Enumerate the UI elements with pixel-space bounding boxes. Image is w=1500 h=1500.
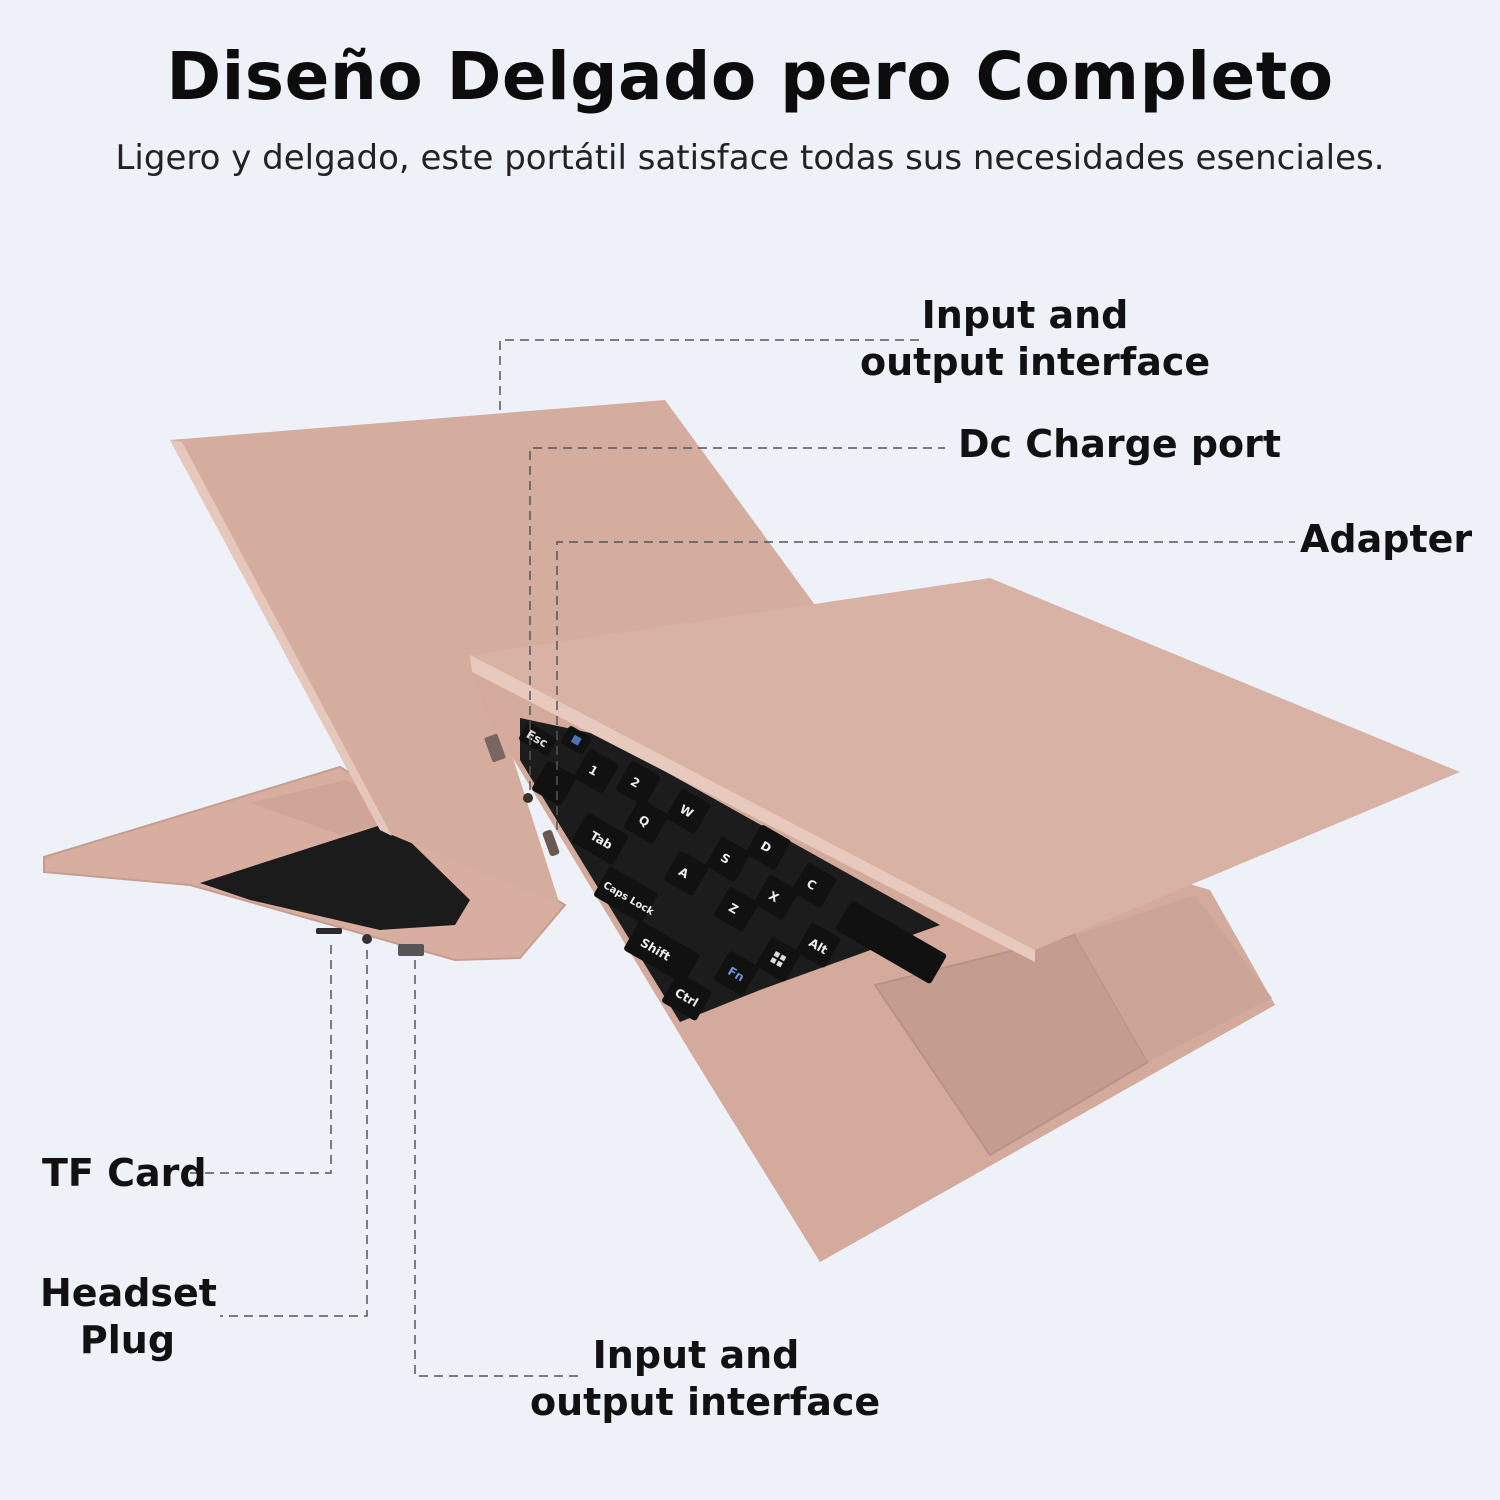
key-c: C (792, 863, 837, 908)
callout-io-top: Input and output interface (860, 292, 1211, 386)
callout-io-bottom-line1: Input and (592, 1333, 800, 1377)
key-q: Q (624, 799, 669, 844)
callout-headset: Headset Plug (40, 1270, 217, 1364)
leader-io-bottom (414, 960, 580, 1377)
left-usb-port (398, 944, 424, 956)
left-headset-jack (362, 934, 372, 944)
right-laptop-lid (470, 578, 1460, 950)
leader-tf-card (188, 945, 332, 1174)
page-title: Diseño Delgado pero Completo (166, 38, 1334, 115)
svg-text:W: W (677, 802, 695, 821)
right-laptop-touchpad-right (1075, 895, 1272, 1062)
callout-io-top-line2: output interface (860, 340, 1211, 384)
key-fn: Fn (714, 951, 759, 996)
callout-headset-line2: Plug (79, 1318, 176, 1362)
leader-io-top (499, 339, 920, 410)
callout-adapter: Adapter (1300, 517, 1473, 561)
callout-io-top-line1: Input and (921, 293, 1129, 337)
key-2: 2 (616, 761, 661, 806)
leader-lines (188, 339, 1295, 1377)
callout-io-bottom: Input and output interface (530, 1332, 881, 1426)
key-1: 1 (574, 749, 619, 794)
leader-headset (220, 950, 368, 1317)
right-audio-jack (523, 793, 533, 803)
key-d: D (746, 825, 791, 870)
key-space (836, 901, 947, 984)
right-usb-port (484, 733, 506, 763)
keyboard-keys: Esc 1 2 Tab Q W Caps L (519, 723, 947, 1021)
key-x: X (754, 875, 799, 920)
right-laptop-lid-front (470, 655, 1035, 962)
key-w: W (666, 789, 711, 834)
callout-dc-charge: Dc Charge port (958, 422, 1282, 466)
callout-io-bottom-line2: output interface (530, 1380, 881, 1424)
right-dc-port (542, 829, 560, 857)
key-windows (756, 937, 801, 982)
key-tab: Tab (572, 813, 629, 865)
key-z: Z (714, 887, 759, 932)
right-laptop (470, 578, 1460, 1262)
key-f1 (561, 726, 592, 755)
leader-dc-charge (529, 447, 945, 790)
key-backtick (532, 761, 577, 806)
callout-tf-card: TF Card (42, 1151, 207, 1195)
key-alt: Alt (796, 923, 841, 968)
leader-adapter (556, 541, 1295, 830)
key-s: S (706, 837, 751, 882)
page-subtitle: Ligero y delgado, este portátil satisfac… (115, 138, 1385, 178)
callout-headset-line1: Headset (40, 1271, 217, 1315)
key-shift: Shift (624, 921, 700, 984)
left-tf-slot (316, 928, 342, 934)
left-laptop-keyboard (200, 822, 470, 930)
left-laptop-lid-edge (170, 440, 392, 836)
key-ctrl: Ctrl (662, 973, 712, 1021)
key-a: A (664, 851, 709, 896)
